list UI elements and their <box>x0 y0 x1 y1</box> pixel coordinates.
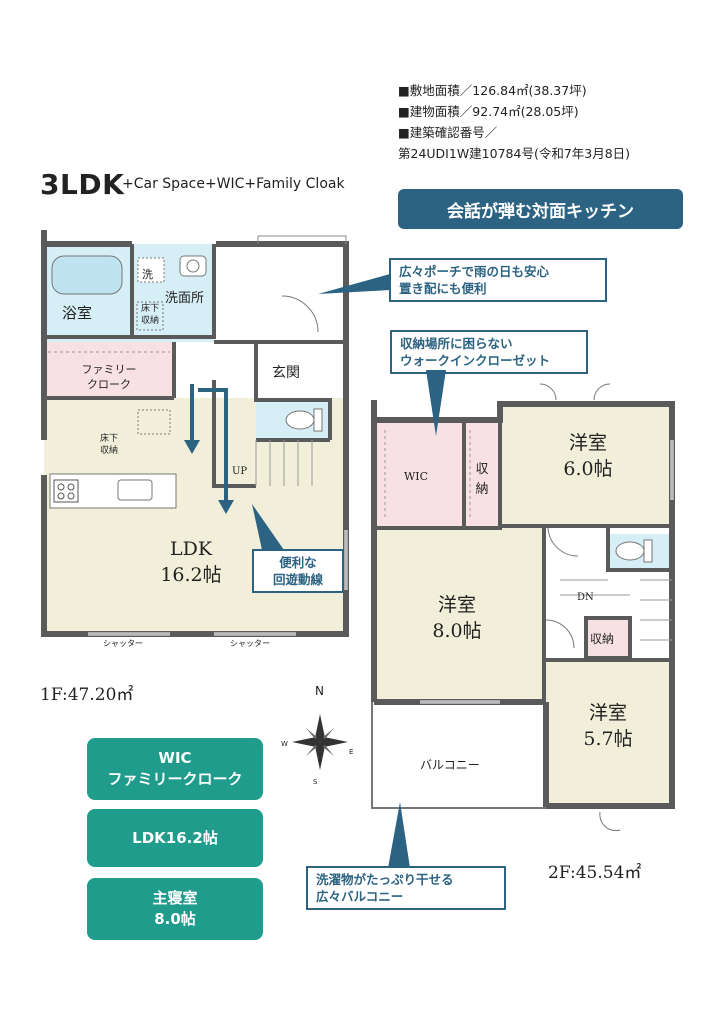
underfloor-storage-2: 床下 収納 <box>94 433 124 457</box>
western57-line1: 洋室 <box>588 702 627 724</box>
stairs-down-label: DN <box>577 592 594 603</box>
western8-label: 洋室 8.0帖 <box>417 592 497 644</box>
kitchen-sink-icon <box>117 479 153 501</box>
stairs-1f <box>255 440 313 486</box>
bath-label: 浴室 <box>62 304 93 322</box>
western8-line2: 8.0帖 <box>432 620 482 642</box>
western6-floor <box>500 404 672 526</box>
western6-line1: 洋室 <box>568 432 607 454</box>
western6-label: 洋室 6.0帖 <box>548 430 628 482</box>
balcony-callout: 洗濯物がたっぷり干せる 広々バルコニー <box>306 866 506 910</box>
family-cloak-floor <box>44 342 174 397</box>
storage-callout-line1: 収納場所に困らない <box>400 336 513 351</box>
feature-master-bedroom: 主寝室 8.0帖 <box>87 878 263 940</box>
storage-callout-line2: ウォークインクローゼット <box>400 353 551 368</box>
western57-line2: 5.7帖 <box>583 728 633 750</box>
storage1-line2: 納 <box>475 482 489 497</box>
compass-east-label: E <box>349 748 354 756</box>
feature-ldk: LDK16.2帖 <box>87 809 263 867</box>
circulation-callout-pointer <box>252 504 284 550</box>
underfloor-storage-1-line1: 床下 <box>140 304 159 314</box>
feature-wic-line2: ファミリークローク <box>107 770 243 788</box>
circulation-arrow <box>190 384 228 500</box>
porch-callout: 広々ポーチで雨の日も安心 置き配にも便利 <box>389 258 607 302</box>
compass-icon <box>292 714 348 770</box>
underfloor-storage-2-line2: 収納 <box>99 446 118 456</box>
underfloor-storage-2-line1: 床下 <box>99 434 118 444</box>
balcony-callout-line1: 洗濯物がたっぷり干せる <box>316 872 454 887</box>
family-cloak-line2: クローク <box>87 378 131 391</box>
storage-callout: 収納場所に困らない ウォークインクローゼット <box>390 330 588 374</box>
balcony-callout-line2: 広々バルコニー <box>316 889 404 904</box>
bathtub-icon <box>51 255 123 295</box>
underfloor-storage-1: 床下 収納 <box>137 303 163 327</box>
circulation-callout-line2: 回遊動線 <box>272 572 323 587</box>
storage2-floor <box>588 620 628 656</box>
balcony-callout-pointer <box>388 802 410 868</box>
circulation-callout-line1: 便利な <box>279 555 317 570</box>
permit-label-text: ■建築確認番号／ <box>398 125 498 140</box>
feature-wic-family-cloak: WIC ファミリークローク <box>87 738 263 800</box>
sink-icon <box>179 255 207 277</box>
ldk-label-line1: LDK <box>169 538 213 560</box>
western8-floor <box>374 528 544 702</box>
compass-south-label: S <box>313 778 318 786</box>
family-cloak-line1: ファミリー <box>81 363 137 376</box>
underfloor-storage-1-line2: 収納 <box>140 316 159 326</box>
western57-floor <box>546 660 672 806</box>
ldk-label: LDK 16.2帖 <box>146 536 236 588</box>
floor2-area: 2F:45.54㎡ <box>548 863 642 883</box>
shutter-label-2: シャッター <box>230 639 270 648</box>
plan-type-subtitle: +Car Space+WIC+Family Cloak <box>122 176 345 192</box>
toilet-icon <box>285 410 315 430</box>
stairs-2f <box>560 579 672 641</box>
stove-icon <box>53 479 79 503</box>
wash-mark-label: 洗 <box>142 268 153 281</box>
building-area-text: ■建物面積／92.74㎡(28.05坪) <box>398 104 579 119</box>
washer-icon <box>137 257 165 283</box>
porch-callout-pointer <box>318 274 390 294</box>
stairs-up-label: UP <box>232 466 248 477</box>
balcony-label: バルコニー <box>420 758 480 772</box>
feature-ldk-line1: LDK16.2帖 <box>132 828 218 847</box>
balcony-outline <box>371 702 546 809</box>
western8-line1: 洋室 <box>437 594 476 616</box>
compass-west-label: W <box>281 740 288 748</box>
porch-callout-line2: 置き配にも便利 <box>399 281 487 296</box>
circulation-callout: 便利な 回遊動線 <box>252 549 344 593</box>
washroom-label: 洗面所 <box>165 291 205 306</box>
floor1-area: 1F:47.20㎡ <box>40 685 134 705</box>
western57-label: 洋室 5.7帖 <box>568 700 648 752</box>
storage1-label: 収 納 <box>472 460 492 500</box>
compass-north-label: N <box>315 684 324 698</box>
feature-wic-line1: WIC <box>158 749 192 767</box>
western6-line2: 6.0帖 <box>563 458 613 480</box>
site-area-text: ■敷地面積／126.84㎡(38.37坪) <box>398 83 587 98</box>
wic-label: WIC <box>404 470 429 483</box>
family-cloak-label: ファミリー クローク <box>64 362 154 392</box>
feature-master-line1: 主寝室 <box>152 889 198 907</box>
shutter-label-1: シャッター <box>103 639 143 648</box>
floor1-plan <box>41 230 349 637</box>
ldk-label-line2: 16.2帖 <box>160 564 222 586</box>
plan-type-title: 3LDK <box>40 168 125 201</box>
entrance-label: 玄関 <box>272 365 300 381</box>
kitchen-banner: 会話が弾む対面キッチン <box>398 189 683 229</box>
permit-number-text: 第24UDI1W建10784号(令和7年3月8日) <box>398 146 631 161</box>
storage2-label: 収納 <box>590 632 615 646</box>
floor2-plan <box>371 383 675 832</box>
wic-floor <box>374 420 464 528</box>
feature-master-line2: 8.0帖 <box>154 910 196 928</box>
storage-callout-pointer <box>426 370 446 436</box>
porch-callout-line1: 広々ポーチで雨の日も安心 <box>399 264 550 279</box>
storage1-line1: 収 <box>475 462 489 477</box>
